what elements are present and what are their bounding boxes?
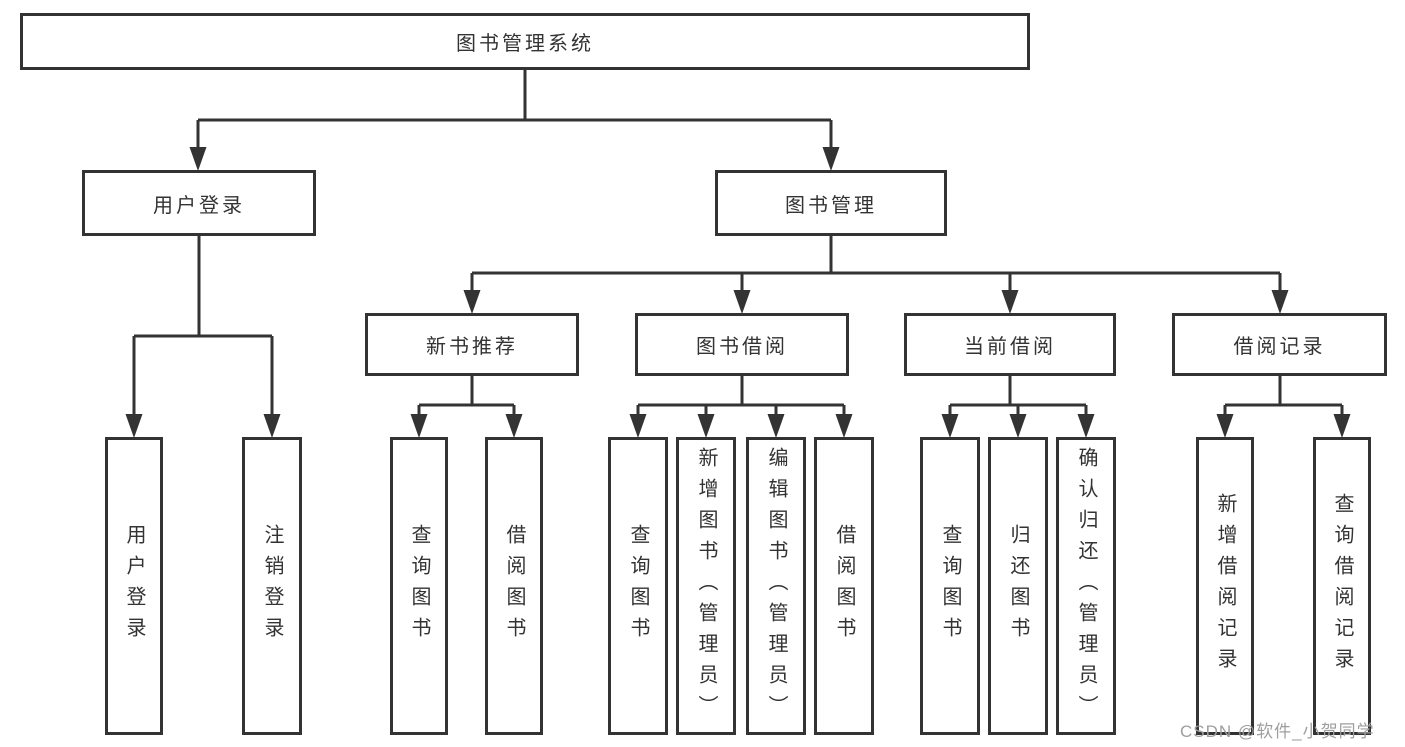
node-new-book-recommend: 新书推荐	[365, 313, 579, 376]
leaf-label: 确认归还（管理员）	[1075, 446, 1097, 726]
leaf-label: 注销登录	[261, 524, 283, 648]
leaf-label: 借阅图书	[833, 524, 855, 648]
leaf-label: 查询图书	[627, 524, 649, 648]
node-current-borrow: 当前借阅	[904, 313, 1116, 376]
node-user-login: 用户登录	[82, 170, 316, 236]
node-label: 图书管理	[785, 194, 877, 217]
node-label: 当前借阅	[964, 336, 1056, 358]
node-label: 图书借阅	[696, 336, 788, 358]
leaf-user-login: 用户登录	[105, 437, 163, 735]
leaf-return-books: 归还图书	[988, 437, 1048, 735]
leaf-borrow-books-recommend: 借阅图书	[485, 437, 543, 735]
node-book-borrow: 图书借阅	[635, 313, 849, 376]
watermark-text: CSDN @软件_小贺同学	[1180, 722, 1375, 741]
leaf-label: 编辑图书（管理员）	[765, 446, 787, 726]
leaf-edit-books-admin: 编辑图书（管理员）	[746, 437, 806, 735]
leaf-query-books-recommend: 查询图书	[390, 437, 448, 735]
node-library-system: 图书管理系统	[20, 13, 1030, 70]
leaf-query-books-borrow: 查询图书	[608, 437, 668, 735]
node-label: 新书推荐	[426, 336, 518, 358]
leaf-query-borrow-record: 查询借阅记录	[1313, 437, 1371, 735]
node-book-management: 图书管理	[715, 170, 947, 236]
node-label: 图书管理系统	[456, 33, 594, 55]
leaf-label: 查询图书	[408, 524, 430, 648]
leaf-label: 新增借阅记录	[1214, 493, 1236, 679]
node-borrow-records: 借阅记录	[1172, 313, 1387, 376]
leaf-borrow-books: 借阅图书	[814, 437, 874, 735]
leaf-label: 借阅图书	[503, 524, 525, 648]
leaf-label: 用户登录	[123, 524, 145, 648]
leaf-confirm-return-admin: 确认归还（管理员）	[1056, 437, 1116, 735]
leaf-add-borrow-record: 新增借阅记录	[1196, 437, 1254, 735]
node-label: 用户登录	[153, 194, 245, 217]
node-label: 借阅记录	[1233, 336, 1326, 358]
leaf-label: 查询借阅记录	[1331, 493, 1353, 679]
leaf-label: 新增图书（管理员）	[695, 446, 717, 726]
leaf-label: 查询图书	[939, 524, 961, 648]
leaf-add-books-admin: 新增图书（管理员）	[676, 437, 736, 735]
leaf-logout: 注销登录	[242, 437, 302, 735]
leaf-query-books-current: 查询图书	[920, 437, 980, 735]
leaf-label: 归还图书	[1007, 524, 1029, 648]
